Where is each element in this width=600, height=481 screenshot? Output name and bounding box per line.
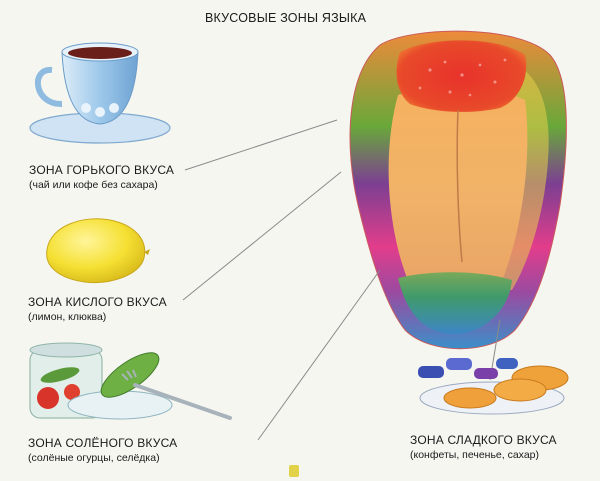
cookie — [493, 378, 547, 402]
cup-body — [61, 51, 139, 125]
page-corner-mark — [289, 465, 299, 477]
candies — [418, 358, 518, 379]
leader-line-bitter — [184, 119, 338, 171]
tomato — [64, 384, 80, 400]
cup-pattern — [81, 103, 119, 117]
zone-label-bitter: ЗОНА ГОРЬКОГО ВКУСА (чай или кофе без са… — [29, 162, 174, 192]
zone-label-sour: ЗОНА КИСЛОГО ВКУСА (лимон, клюква) — [28, 294, 167, 324]
leader-line-salty — [257, 269, 381, 441]
zone-label-salty: ЗОНА СОЛЁНОГО ВКУСА (солёные огурцы, сел… — [28, 435, 177, 465]
zone-salty-title: ЗОНА СОЛЁНОГО ВКУСА — [28, 436, 178, 450]
fork-tines — [121, 369, 137, 381]
lemon-tip — [144, 249, 150, 255]
zone-salty-note: (солёные огурцы, селёдка) — [28, 452, 160, 465]
leader-line-sour — [182, 171, 342, 301]
leader-lines — [182, 119, 501, 441]
zone-bitter-title: ЗОНА ГОРЬКОГО ВКУСА — [29, 163, 175, 177]
zone-sour-note: (лимон, клюква) — [28, 311, 107, 324]
cucumber-in-jar — [40, 367, 80, 383]
cookie — [443, 387, 497, 409]
jar-lid — [29, 342, 103, 358]
zone-sweet-note: (конфеты, печенье, сахар) — [410, 449, 539, 462]
cup-handle — [34, 67, 63, 108]
tongue — [349, 30, 567, 350]
tongue-root-zone — [398, 272, 512, 335]
tomato — [37, 387, 59, 409]
zone-sour-title: ЗОНА КИСЛОГО ВКУСА — [28, 295, 167, 309]
sweets-plate-icon — [418, 358, 569, 415]
tea-cup-icon — [29, 42, 171, 144]
zone-bitter-note: (чай или кофе без сахара) — [29, 179, 158, 192]
zone-label-sweet: ЗОНА СЛАДКОГО ВКУСА (конфеты, печенье, с… — [410, 432, 557, 462]
fork — [133, 383, 232, 420]
pickles-jar-icon — [29, 342, 232, 420]
tea-surface — [68, 47, 132, 59]
lemon-icon — [46, 218, 150, 284]
zone-sweet-title: ЗОНА СЛАДКОГО ВКУСА — [410, 433, 557, 447]
tongue-midline — [456, 109, 463, 263]
papillae — [418, 58, 507, 97]
diagram-title: ВКУСОВЫЕ ЗОНЫ ЯЗЫКА — [205, 11, 367, 25]
lemon-shape — [46, 218, 146, 284]
